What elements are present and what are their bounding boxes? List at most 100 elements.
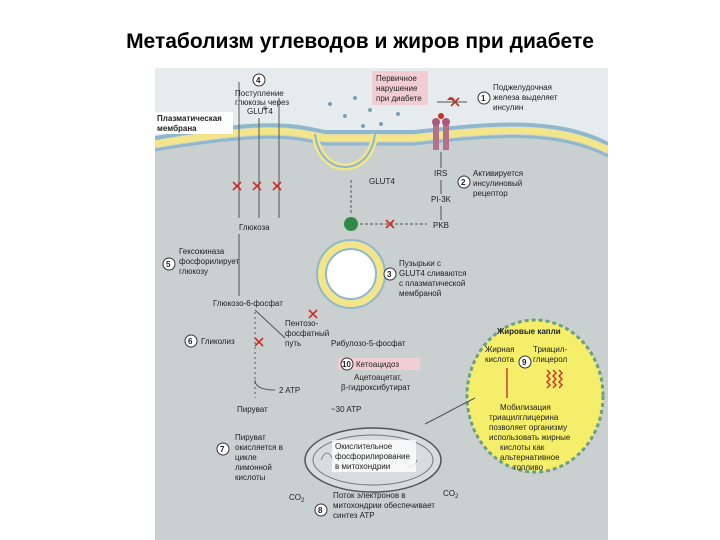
primary-disorder-line3: при диабете	[376, 94, 422, 103]
hexokinase-line2: фосфорилирует	[179, 257, 240, 266]
glut4-transporters	[238, 82, 280, 218]
step-4: 4	[252, 73, 266, 87]
glucose-entry-line2: глюкозы через	[235, 98, 289, 107]
ketoacidosis-box	[338, 358, 420, 370]
step-3: 3	[383, 267, 397, 281]
hexokinase-line3: глюкозу	[179, 267, 208, 276]
glucose-label: Глюкоза	[239, 223, 270, 232]
pancreas-line2: железа выделяет	[493, 93, 558, 102]
mobilization-line6: альтернативное	[500, 453, 560, 462]
glucose-entry-line3: GLUT4	[247, 107, 273, 116]
glut4-fusion-outline	[314, 133, 376, 168]
electron-flow-line3: синтез ATP	[333, 511, 375, 520]
pyruvate-oxidized-line3: цикле	[235, 453, 257, 462]
plasma-membrane-inner	[155, 134, 608, 158]
triacylglycerol-line1: Триацил-	[533, 345, 568, 354]
g6p-label: Глюкозо-6-фосфат	[213, 299, 283, 308]
fatty-acid-line1: Жирная	[485, 345, 515, 354]
mobilization-line7: топливо	[513, 463, 544, 472]
receptor-active-line1: Активируется	[473, 169, 523, 178]
glut4-vesicle	[316, 239, 386, 309]
vesicle-line4: мембраной	[399, 289, 441, 298]
glycolysis-block	[254, 337, 264, 347]
pyruvate-label: Пируват	[237, 405, 268, 414]
plasma-membrane-label-line2: мембрана	[157, 124, 197, 133]
step-8: 8	[314, 503, 328, 517]
electron-flow-line2: митохондрии обеспечивает	[333, 501, 435, 510]
receptor-active-line3: рецептор	[473, 189, 508, 198]
pentose-block	[308, 309, 318, 319]
step-5-number: 5	[166, 260, 171, 269]
triacylglycerol-line2: глицерол	[533, 355, 568, 364]
co2-right-label: CO2	[443, 489, 459, 500]
pkb-block	[385, 219, 395, 229]
atp2-label: 2 ATP	[279, 386, 300, 395]
step-2-number: 2	[461, 178, 466, 187]
atp30-label: ~30 ATP	[331, 405, 361, 414]
triacylglycerol-molecule	[546, 369, 563, 389]
oxidative-label-box	[332, 440, 416, 472]
step-8-number: 8	[318, 506, 323, 515]
pyruvate-oxidized-line4: лимонной	[235, 463, 272, 472]
ribulose-label: Рибулозо-5-фосфат	[331, 339, 406, 348]
irs-label: IRS	[434, 169, 447, 178]
pancreas-line3: инсулин	[493, 103, 523, 112]
vesicle-line1: Пузырьки с	[399, 259, 441, 268]
step-1-number: 1	[481, 94, 486, 103]
step-9: 9	[518, 355, 532, 369]
mobilization-line2: триацилглицерина	[489, 413, 559, 422]
pentose-line3: путь	[285, 339, 301, 348]
pyruvate-oxidized-line1: Пируват	[235, 433, 266, 442]
pi3k-activation-icon	[344, 217, 358, 231]
page-title: Метаболизм углеводов и жиров при диабете	[126, 30, 594, 53]
insulin-molecule	[447, 97, 455, 100]
plasma-membrane-label-box	[155, 112, 233, 134]
step-2: 2	[457, 175, 471, 189]
primary-disorder-box	[372, 71, 428, 105]
glycolysis-label: Гликолиз	[201, 337, 235, 346]
plasma-membrane-outer	[155, 122, 608, 146]
fatty-acid-line2: кислота	[485, 355, 515, 364]
step-3-number: 3	[387, 270, 392, 279]
glucose-entry-line1: Поступление	[235, 89, 284, 98]
mobilization-line3: позволяет организму	[489, 423, 567, 432]
pyruvate-oxidized-line5: кислоты	[235, 473, 266, 482]
atp2-arrow	[254, 379, 276, 391]
step-9-number: 9	[522, 358, 527, 367]
oxidative-line3: в митохондрии	[335, 462, 390, 471]
pancreas-line1: Поджелудочная	[493, 83, 552, 92]
step-10: 10	[340, 357, 354, 371]
glucose-entry-blocks	[232, 181, 282, 191]
plasma-membrane-label-line1: Плазматическая	[157, 114, 222, 123]
pi3k-label: PI-3K	[431, 195, 452, 204]
fat-to-mitochondrion	[424, 397, 476, 425]
insulin-receptor	[432, 113, 450, 150]
vesicle-line2: GLUT4 сливаются	[399, 269, 466, 278]
pentose-line2: фосфатный	[285, 329, 329, 338]
step-1: 1	[477, 91, 491, 105]
pyruvate-oxidized-line2: окисляется в	[235, 443, 283, 452]
vesicle-line3: с плазматической	[399, 279, 465, 288]
electron-flow-line1: Поток электронов в	[333, 491, 406, 500]
step-5: 5	[162, 257, 176, 271]
step-10-number: 10	[342, 360, 351, 369]
metabolism-diagram: 4 Поступление глюкозы через GLUT4 Плазма…	[155, 68, 608, 540]
pentose-line1: Пентозо-	[285, 319, 319, 328]
mobilization-line5: кислоты как	[500, 443, 545, 452]
fat-droplet	[465, 318, 605, 474]
receptor-active-line2: инсулиновый	[473, 179, 522, 188]
step-6: 6	[184, 334, 198, 348]
acetoacetate-line1: Ацетоацетат,	[354, 373, 402, 382]
acetoacetate-line2: β-гидроксибутират	[341, 383, 411, 392]
plasma-membrane	[155, 126, 608, 154]
step-6-number: 6	[188, 337, 193, 346]
oxidative-line1: Окислительное	[335, 442, 393, 451]
mobilization-line4: использовать жирные	[489, 433, 571, 442]
oxidative-line2: фосфорилирование	[335, 452, 411, 461]
ketoacidosis-label: Кетоацидоз	[356, 360, 399, 369]
co2-left-label: CO2	[289, 493, 305, 504]
primary-disorder-line2: нарушение	[376, 84, 418, 93]
step-7-number: 7	[220, 445, 225, 454]
hexokinase-line1: Гексокиназа	[179, 247, 225, 256]
step-4-number: 4	[256, 76, 261, 85]
